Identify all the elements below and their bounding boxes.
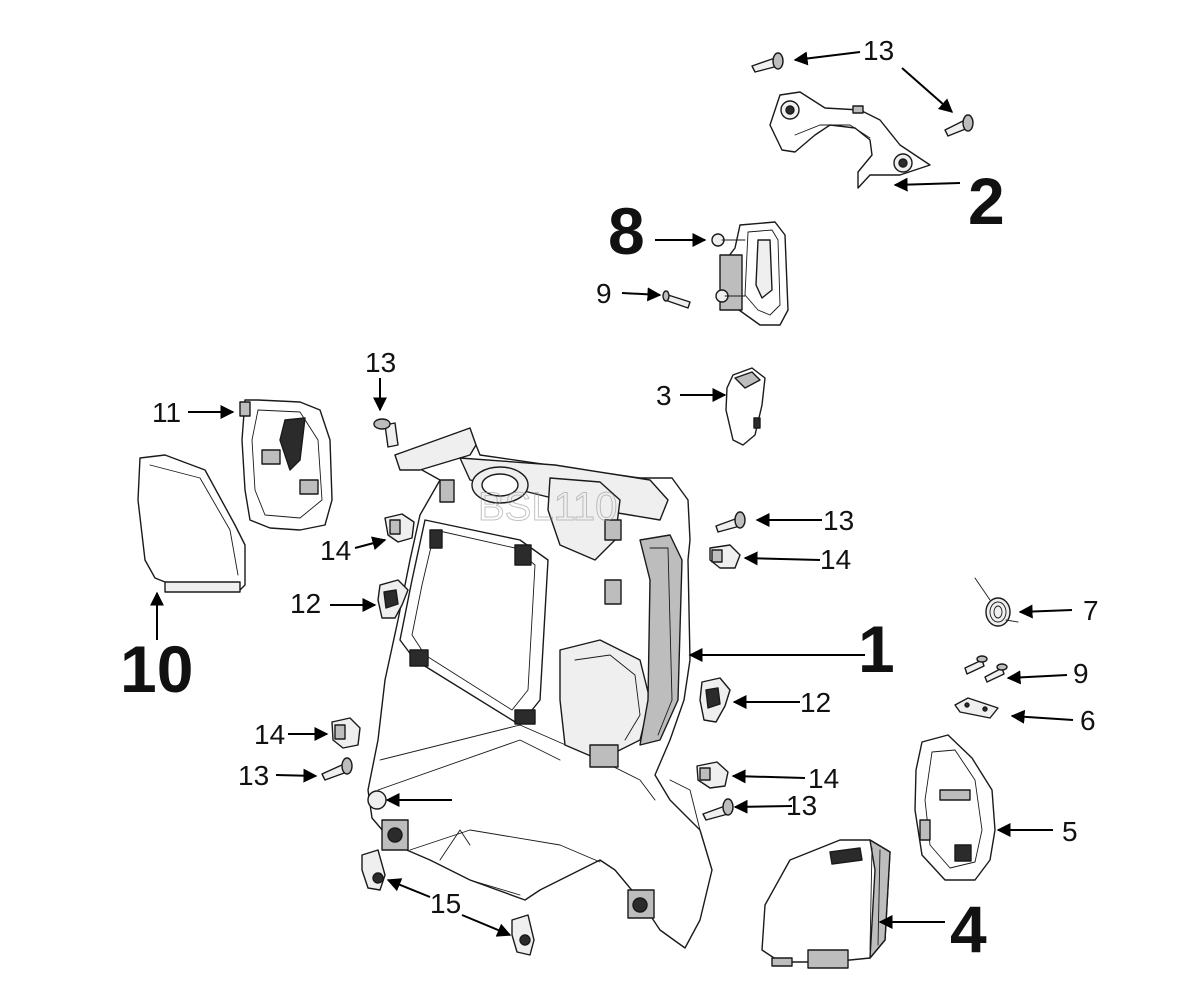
callout-14-upper-left: 14 xyxy=(320,535,351,566)
callout-13-right-upper: 13 xyxy=(823,505,854,536)
callout-13-right-lower: 13 xyxy=(786,790,817,821)
callout-7: 7 xyxy=(1083,595,1099,626)
callout-9-right: 9 xyxy=(1073,658,1089,689)
part-8-slot-bracket xyxy=(711,221,789,326)
part-13-screw-center xyxy=(373,418,399,448)
part-13-screw-top-right xyxy=(944,114,974,137)
part-4-storage-box xyxy=(761,839,891,969)
callout-13-left-lower: 13 xyxy=(238,760,269,791)
callout-14-lower-right: 14 xyxy=(808,763,839,794)
part-9-screw-pair xyxy=(964,655,1008,683)
callout-12-right: 12 xyxy=(800,687,831,718)
callout-1: 1 xyxy=(858,612,895,686)
part-14-clip-upper-right xyxy=(709,544,741,569)
part-3-small-cover xyxy=(725,367,766,446)
part-14-clip-lower-left xyxy=(331,717,361,749)
part-1-inner-front-panel xyxy=(367,427,713,949)
leader-arrows xyxy=(150,51,1074,937)
part-5-side-bracket xyxy=(914,734,996,881)
callout-3: 3 xyxy=(656,380,672,411)
part-10-side-panel xyxy=(137,454,246,593)
part-13-screw-top-left xyxy=(751,52,784,73)
part-6-plate xyxy=(954,697,999,719)
callout-14-upper-right: 14 xyxy=(820,544,851,575)
part-12-clip-left xyxy=(377,579,409,619)
part-2-upper-cover xyxy=(769,91,931,189)
callout-6: 6 xyxy=(1080,705,1096,736)
part-14-clip-lower-right xyxy=(696,761,729,789)
part-7-spring xyxy=(974,577,1019,627)
part-13-screw-right-upper xyxy=(715,511,746,533)
part-15-clip-right xyxy=(511,914,535,956)
part-15-clip-left xyxy=(361,849,386,891)
callout-12-left: 12 xyxy=(290,588,321,619)
part-14-clip-upper-left xyxy=(384,513,415,543)
callout-13-top: 13 xyxy=(863,35,894,66)
callout-9-upper: 9 xyxy=(596,278,612,309)
callout-8: 8 xyxy=(608,194,645,268)
callout-10: 10 xyxy=(120,632,193,706)
part-12-clip-right xyxy=(699,677,731,723)
part-13-screw-right-lower xyxy=(702,798,734,821)
watermark-text: BSL110 xyxy=(478,485,617,529)
callout-labels: 1 2 3 4 5 6 7 8 9 9 10 11 12 12 13 13 13… xyxy=(120,35,1099,966)
callout-15: 15 xyxy=(430,888,461,919)
callout-4: 4 xyxy=(950,892,987,966)
part-9-screw-upper xyxy=(662,290,691,309)
part-11-mount-bracket xyxy=(239,399,333,531)
callout-14-lower-left: 14 xyxy=(254,719,285,750)
callout-2: 2 xyxy=(968,164,1005,238)
callout-11: 11 xyxy=(152,397,181,428)
part-13-screw-left-lower xyxy=(321,757,353,781)
callout-5: 5 xyxy=(1062,816,1078,847)
callout-13-center: 13 xyxy=(365,347,396,378)
